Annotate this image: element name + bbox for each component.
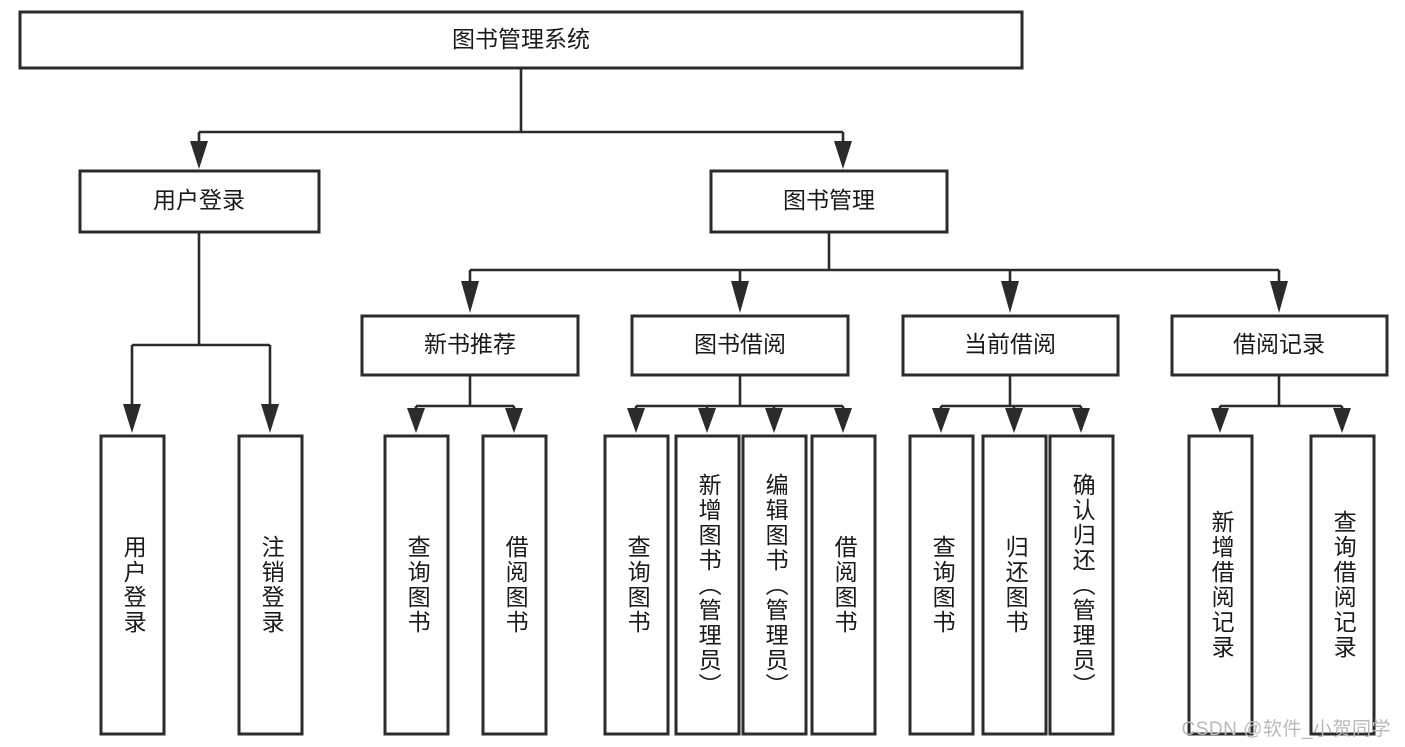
connector-root-to-level2 [190,68,852,169]
leaf-box-edit-book-admin[interactable] [741,434,808,736]
node-root-label: 图书管理系统 [452,26,590,52]
arrow-head-icon [932,408,950,433]
node-root[interactable]: 图书管理系统 [18,10,1024,70]
arrow-head-icon [834,141,852,169]
leaf-box-add-book-admin[interactable] [674,434,741,736]
connector-bookborrow-to-leaves [627,375,852,433]
arrow-head-icon [834,408,852,433]
watermark: CSDN @软件_小贺同学 [1181,719,1391,740]
node-book-management[interactable]: 图书管理 [709,169,949,234]
leaf-box-add-borrow-record[interactable] [1187,434,1254,736]
leaf-box-borrow-book-rec[interactable] [481,434,548,736]
node-new-book-recommend[interactable]: 新书推荐 [360,314,580,377]
node-book-borrow-label: 图书借阅 [694,331,786,357]
node-borrow-record[interactable]: 借阅记录 [1170,314,1389,377]
node-user-login[interactable]: 用户登录 [78,169,321,234]
leaf-boxes-group [99,434,1376,736]
node-user-login-label: 用户登录 [153,187,245,213]
arrow-head-icon [505,408,523,433]
leaf-box-query-borrow-record[interactable] [1309,434,1376,736]
leaf-box-borrow-book-bor[interactable] [810,434,877,736]
arrow-head-icon [1001,281,1019,313]
arrow-head-icon [698,408,716,433]
node-current-borrow[interactable]: 当前借阅 [901,314,1120,377]
leaf-box-query-book-cur[interactable] [908,434,975,736]
arrow-head-icon [1270,281,1288,313]
node-book-management-label: 图书管理 [783,187,875,213]
arrow-head-icon [1211,408,1229,433]
leaf-box-logout-login[interactable] [237,434,304,736]
arrow-head-icon [190,141,208,169]
arrow-head-icon [1072,408,1090,433]
connector-borrowrecord-to-leaves [1211,375,1351,433]
node-borrow-record-label: 借阅记录 [1233,331,1325,357]
arrow-head-icon [123,404,141,433]
connector-bookmgmt-to-level3 [461,232,1288,313]
node-book-borrow[interactable]: 图书借阅 [630,314,850,377]
arrow-head-icon [1005,408,1023,433]
node-current-borrow-label: 当前借阅 [964,331,1056,357]
leaf-box-query-book-rec[interactable] [383,434,450,736]
arrow-head-icon [261,404,279,433]
connector-currentborrow-to-leaves [932,375,1090,433]
arrow-head-icon [765,408,783,433]
arrow-head-icon [461,281,479,313]
connector-userlogin-to-leaves [123,232,279,433]
connector-newbookrec-to-leaves [407,375,523,433]
arrow-head-icon [627,408,645,433]
node-new-book-recommend-label: 新书推荐 [424,331,516,357]
leaf-box-query-book-bor[interactable] [603,434,670,736]
leaf-box-return-book[interactable] [981,434,1048,736]
leaf-box-confirm-return[interactable] [1048,434,1115,736]
leaf-box-user-login[interactable] [99,434,166,736]
arrow-head-icon [407,408,425,433]
arrow-head-icon [731,281,749,313]
arrow-head-icon [1333,408,1351,433]
